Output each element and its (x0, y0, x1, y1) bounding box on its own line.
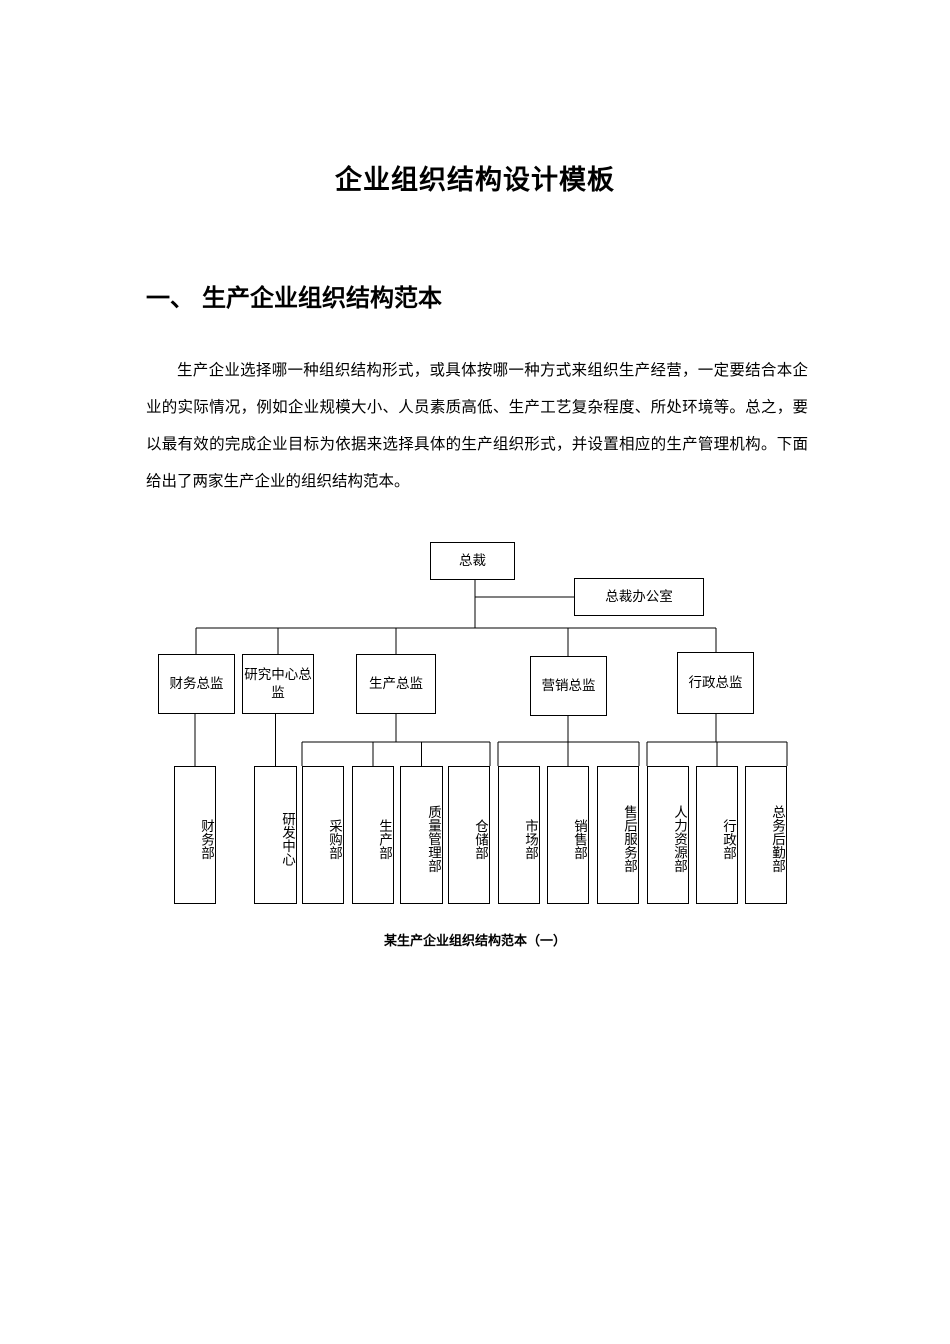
org-box-department: 人力资源部 (647, 766, 689, 904)
section-heading: 一、生产企业组织结构范本 (146, 278, 442, 313)
org-box-department: 仓储部 (448, 766, 490, 904)
document-title: 企业组织结构设计模板 (335, 165, 615, 196)
org-box-department: 生产部 (352, 766, 394, 904)
org-box-ceo: 总裁 (430, 542, 515, 580)
section-heading-text: 生产企业组织结构范本 (202, 283, 442, 312)
org-box-department: 行政部 (696, 766, 738, 904)
figure-caption: 某生产企业组织结构范本（一） (383, 934, 566, 949)
org-box-department: 售后服务部 (597, 766, 639, 904)
org-box-department: 采购部 (302, 766, 344, 904)
section-paragraph: 生产企业选择哪一种组织结构形式，或具体按哪一种方式来组织生产经营，一定要结合本企… (146, 361, 808, 490)
org-box-director: 财务总监 (158, 654, 235, 714)
org-box-department: 研发中心 (254, 766, 297, 904)
org-box-director: 生产总监 (356, 654, 436, 714)
org-box-ceo-office: 总裁办公室 (574, 578, 704, 616)
section-number: 一、 (146, 283, 194, 312)
org-box-director: 营销总监 (530, 656, 607, 716)
org-box-director: 行政总监 (677, 652, 754, 714)
org-box-director: 研究中心总监 (242, 654, 314, 714)
org-box-department: 质量管理部 (400, 766, 443, 904)
org-box-department: 市场部 (498, 766, 540, 904)
org-box-department: 财务部 (174, 766, 216, 904)
org-box-department: 销售部 (547, 766, 589, 904)
org-box-department: 总务后勤部 (745, 766, 787, 904)
